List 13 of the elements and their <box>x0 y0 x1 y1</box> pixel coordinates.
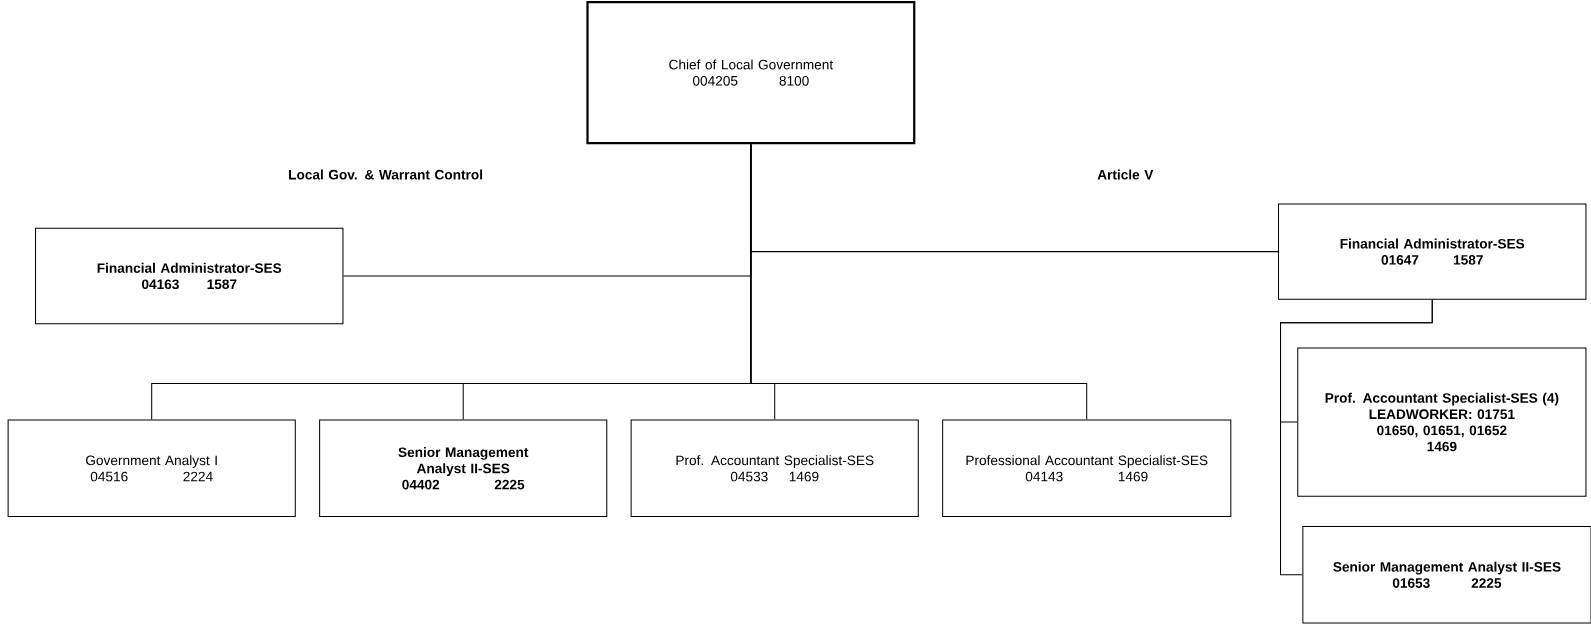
org-box: Professional Accountant Specialist-SES 04143 1469 <box>942 419 1232 517</box>
section-heading: Local Gov. & Warrant Control <box>289 169 483 180</box>
org-box: Senior Management Analyst II-SES 04402 2225 <box>319 419 608 517</box>
org-box: Prof. Accountant Specialist-SES (4) LEADWORKER: 01751 01650, 01651, 01652 1469 <box>1297 347 1587 497</box>
org-box: Prof. Accountant Specialist-SES 04533 1469 <box>630 419 919 517</box>
connector-line <box>1280 299 1433 576</box>
org-box: Financial Administrator-SES 01647 1587 <box>1278 203 1587 300</box>
org-box: Government Analyst I 04516 2224 <box>7 419 296 517</box>
connector-line <box>750 143 1088 421</box>
org-box: Senior Management Analyst II-SES 01653 2225 <box>1302 526 1591 624</box>
section-heading: Article V <box>1097 169 1154 180</box>
org-box: Chief of Local Government 004205 8100 <box>586 0 916 145</box>
org-box: Financial Administrator-SES 04163 1587 <box>35 227 344 325</box>
